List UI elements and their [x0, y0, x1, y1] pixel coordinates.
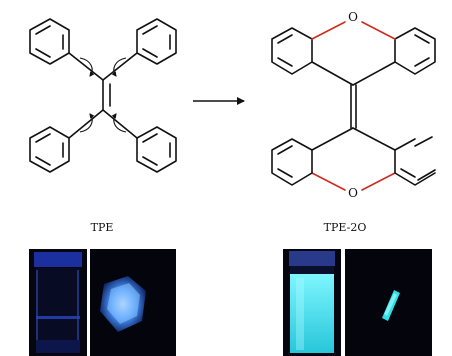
tpe2o-upper-pyran: O: [311, 10, 396, 86]
tpe2o-upper-right-ring: [394, 27, 436, 75]
tpe2o-solid-photo: [345, 249, 432, 356]
tpe2o-lower-right-ring: [394, 136, 436, 186]
tpe-solid-photo: [90, 249, 176, 356]
tpe-phenyl-top-right: [136, 18, 177, 65]
tpe-structure: [29, 18, 177, 173]
tpe2o-label: TPE-2O: [324, 221, 367, 234]
tpe2o-lower-left-ring: [271, 138, 313, 186]
tpe-ethylene-core: [68, 52, 138, 139]
tpe2o-upper-left-ring: [271, 27, 313, 75]
tpe-solution-photo: [29, 249, 87, 356]
tpe2o-structure: O O: [271, 10, 436, 200]
rotation-arrow-icon: [79, 57, 127, 133]
tpe-phenyl-bottom-left: [29, 126, 70, 173]
tpe2o-central-double-bond: [350, 84, 357, 129]
tpe-phenyl-top-left: [29, 18, 70, 65]
tpe-label: TPE: [91, 221, 114, 234]
tpe2o-solution-photo: [283, 249, 341, 356]
oxygen-atom-top: O: [348, 10, 358, 24]
tpe2o-lower-pyran: O: [311, 127, 396, 200]
oxygen-atom-bottom: O: [348, 186, 358, 200]
tpe-phenyl-bottom-right: [136, 126, 177, 173]
